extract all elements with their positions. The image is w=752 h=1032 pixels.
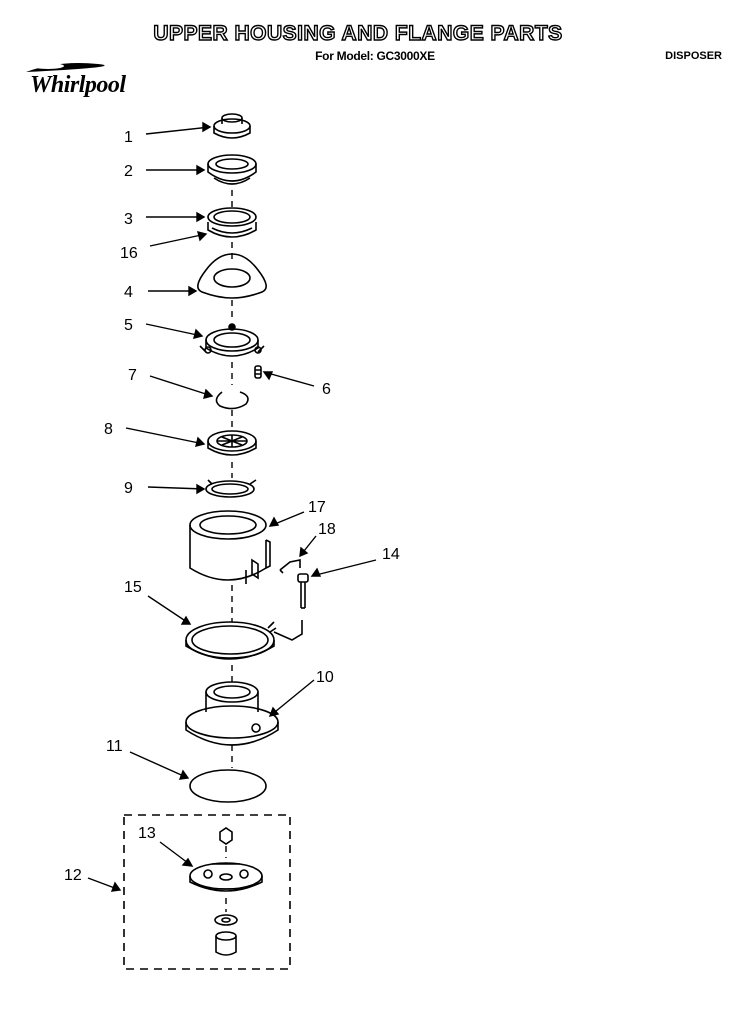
callout-17: 17 [308,499,326,516]
part-7-snap-ring [215,391,249,410]
center-axis [225,190,233,912]
callout-9: 9 [124,480,133,497]
part-11-o-ring [189,769,267,803]
part-13-flange-assembly [189,827,263,956]
part-14-bolt [297,573,309,609]
callout-2: 2 [124,163,133,180]
part-6-mounting-screw [254,365,262,379]
callout-5: 5 [124,317,133,334]
leader-lines [87,121,377,892]
callout-7: 7 [128,367,137,384]
callout-13: 13 [138,825,156,842]
model-subtitle: For Model: GC3000XE [315,49,435,63]
part-17-upper-housing [189,510,271,584]
part-10-lower-housing [185,681,279,746]
callout-18: 18 [318,521,336,538]
brand-swoosh-icon [26,63,105,72]
callout-8: 8 [104,421,113,438]
page-title: UPPER HOUSING AND FLANGE PARTS [153,21,563,45]
part-15-housing-gasket [185,620,303,660]
callout-10: 10 [316,669,334,686]
callout-16: 16 [120,245,138,262]
callout-3: 3 [124,211,133,228]
part-4-mounting-plate [197,253,267,299]
callout-15: 15 [124,579,142,596]
callout-12: 12 [64,867,82,884]
part-8-splash-guard [207,430,257,456]
part-18-wire-clip [279,559,301,574]
part-16-backup-ring [207,222,257,238]
part-3-fiber-gasket [207,207,257,227]
part-9-retaining-ring [205,479,257,498]
callout-6: 6 [322,381,331,398]
callout-1: 1 [124,129,133,146]
callout-14: 14 [382,546,400,563]
callout-4: 4 [124,284,133,301]
brand-logo: Whirlpool [30,72,126,98]
callout-11: 11 [106,738,123,755]
part-1-stopper [213,113,251,139]
part-12-kit-outline [123,814,291,970]
part-2-sink-flange [207,154,257,185]
part-5-mounting-ring [199,323,265,357]
callout-labels: 1 2 3 16 4 5 7 6 8 9 17 18 14 15 10 11 1… [64,129,400,884]
category-label: DISPOSER [665,50,722,62]
